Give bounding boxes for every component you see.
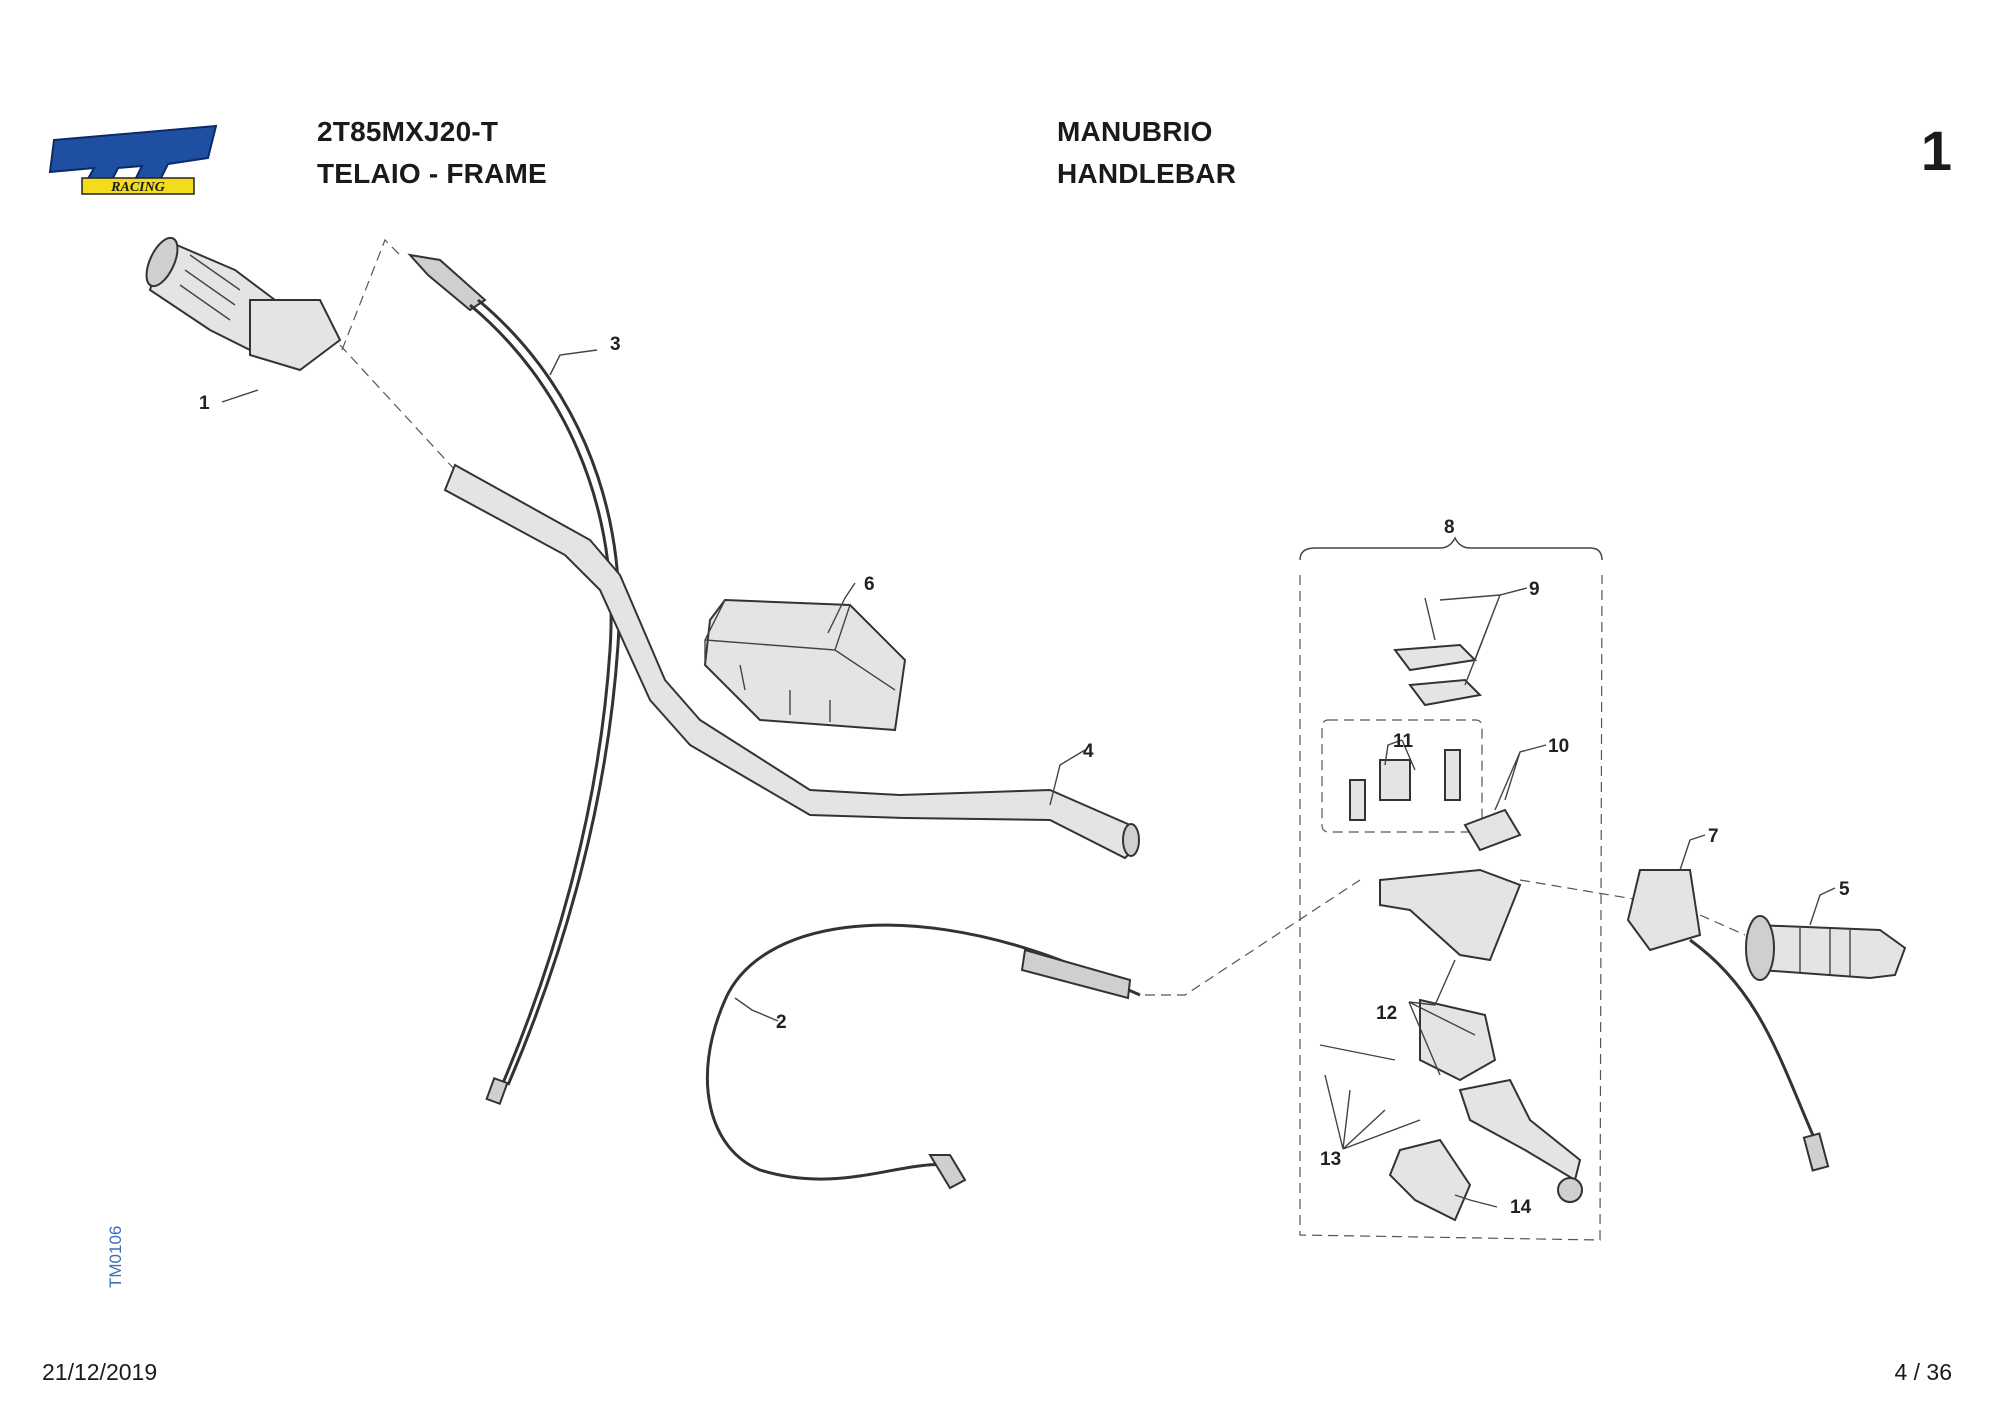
callout-2: 2 (776, 1012, 787, 1033)
logo-brand-top: tm (82, 129, 131, 173)
callout-4: 4 (1083, 741, 1094, 762)
callout-12: 12 (1376, 1003, 1397, 1024)
part-name-italian: MANUBRIO (1057, 116, 1213, 147)
part-name-english: HANDLEBAR (1057, 158, 1237, 189)
clutch-cable-part (705, 923, 1141, 1190)
tm-racing-logo: tm RACING (48, 124, 218, 195)
footer-page-count: 4 / 36 (1894, 1359, 1952, 1385)
callout-8: 8 (1444, 517, 1455, 538)
clutch-lever-assembly-box (1299, 536, 1603, 1241)
group-name: TELAIO - FRAME (317, 158, 547, 189)
handlebar-part (443, 463, 1140, 860)
callout-6: 6 (864, 574, 875, 595)
page-number: 1 (1920, 119, 1952, 182)
lever-assembly-parts (1319, 597, 1583, 1222)
callout-5: 5 (1839, 879, 1850, 900)
throttle-cable-part (407, 253, 621, 1106)
callout-9: 9 (1529, 579, 1540, 600)
handlebar-pad-part (703, 598, 907, 732)
callout-leaders (221, 349, 1836, 1208)
callout-11: 11 (1393, 731, 1414, 752)
logo-brand-bottom: RACING (110, 180, 165, 195)
callout-7: 7 (1708, 826, 1719, 847)
left-grip-part (1745, 915, 1907, 981)
footer-date: 21/12/2019 (42, 1359, 158, 1385)
throttle-grip-part (145, 236, 342, 372)
engine-stop-switch-part (1626, 869, 1830, 1172)
callout-3: 3 (610, 334, 621, 355)
model-code: 2T85MXJ20-T (317, 116, 499, 147)
callout-13: 13 (1320, 1149, 1341, 1170)
callout-14: 14 (1510, 1197, 1532, 1218)
drawing-code: TM0106 (106, 1225, 125, 1288)
callout-10: 10 (1548, 736, 1569, 757)
callout-1: 1 (199, 393, 210, 414)
